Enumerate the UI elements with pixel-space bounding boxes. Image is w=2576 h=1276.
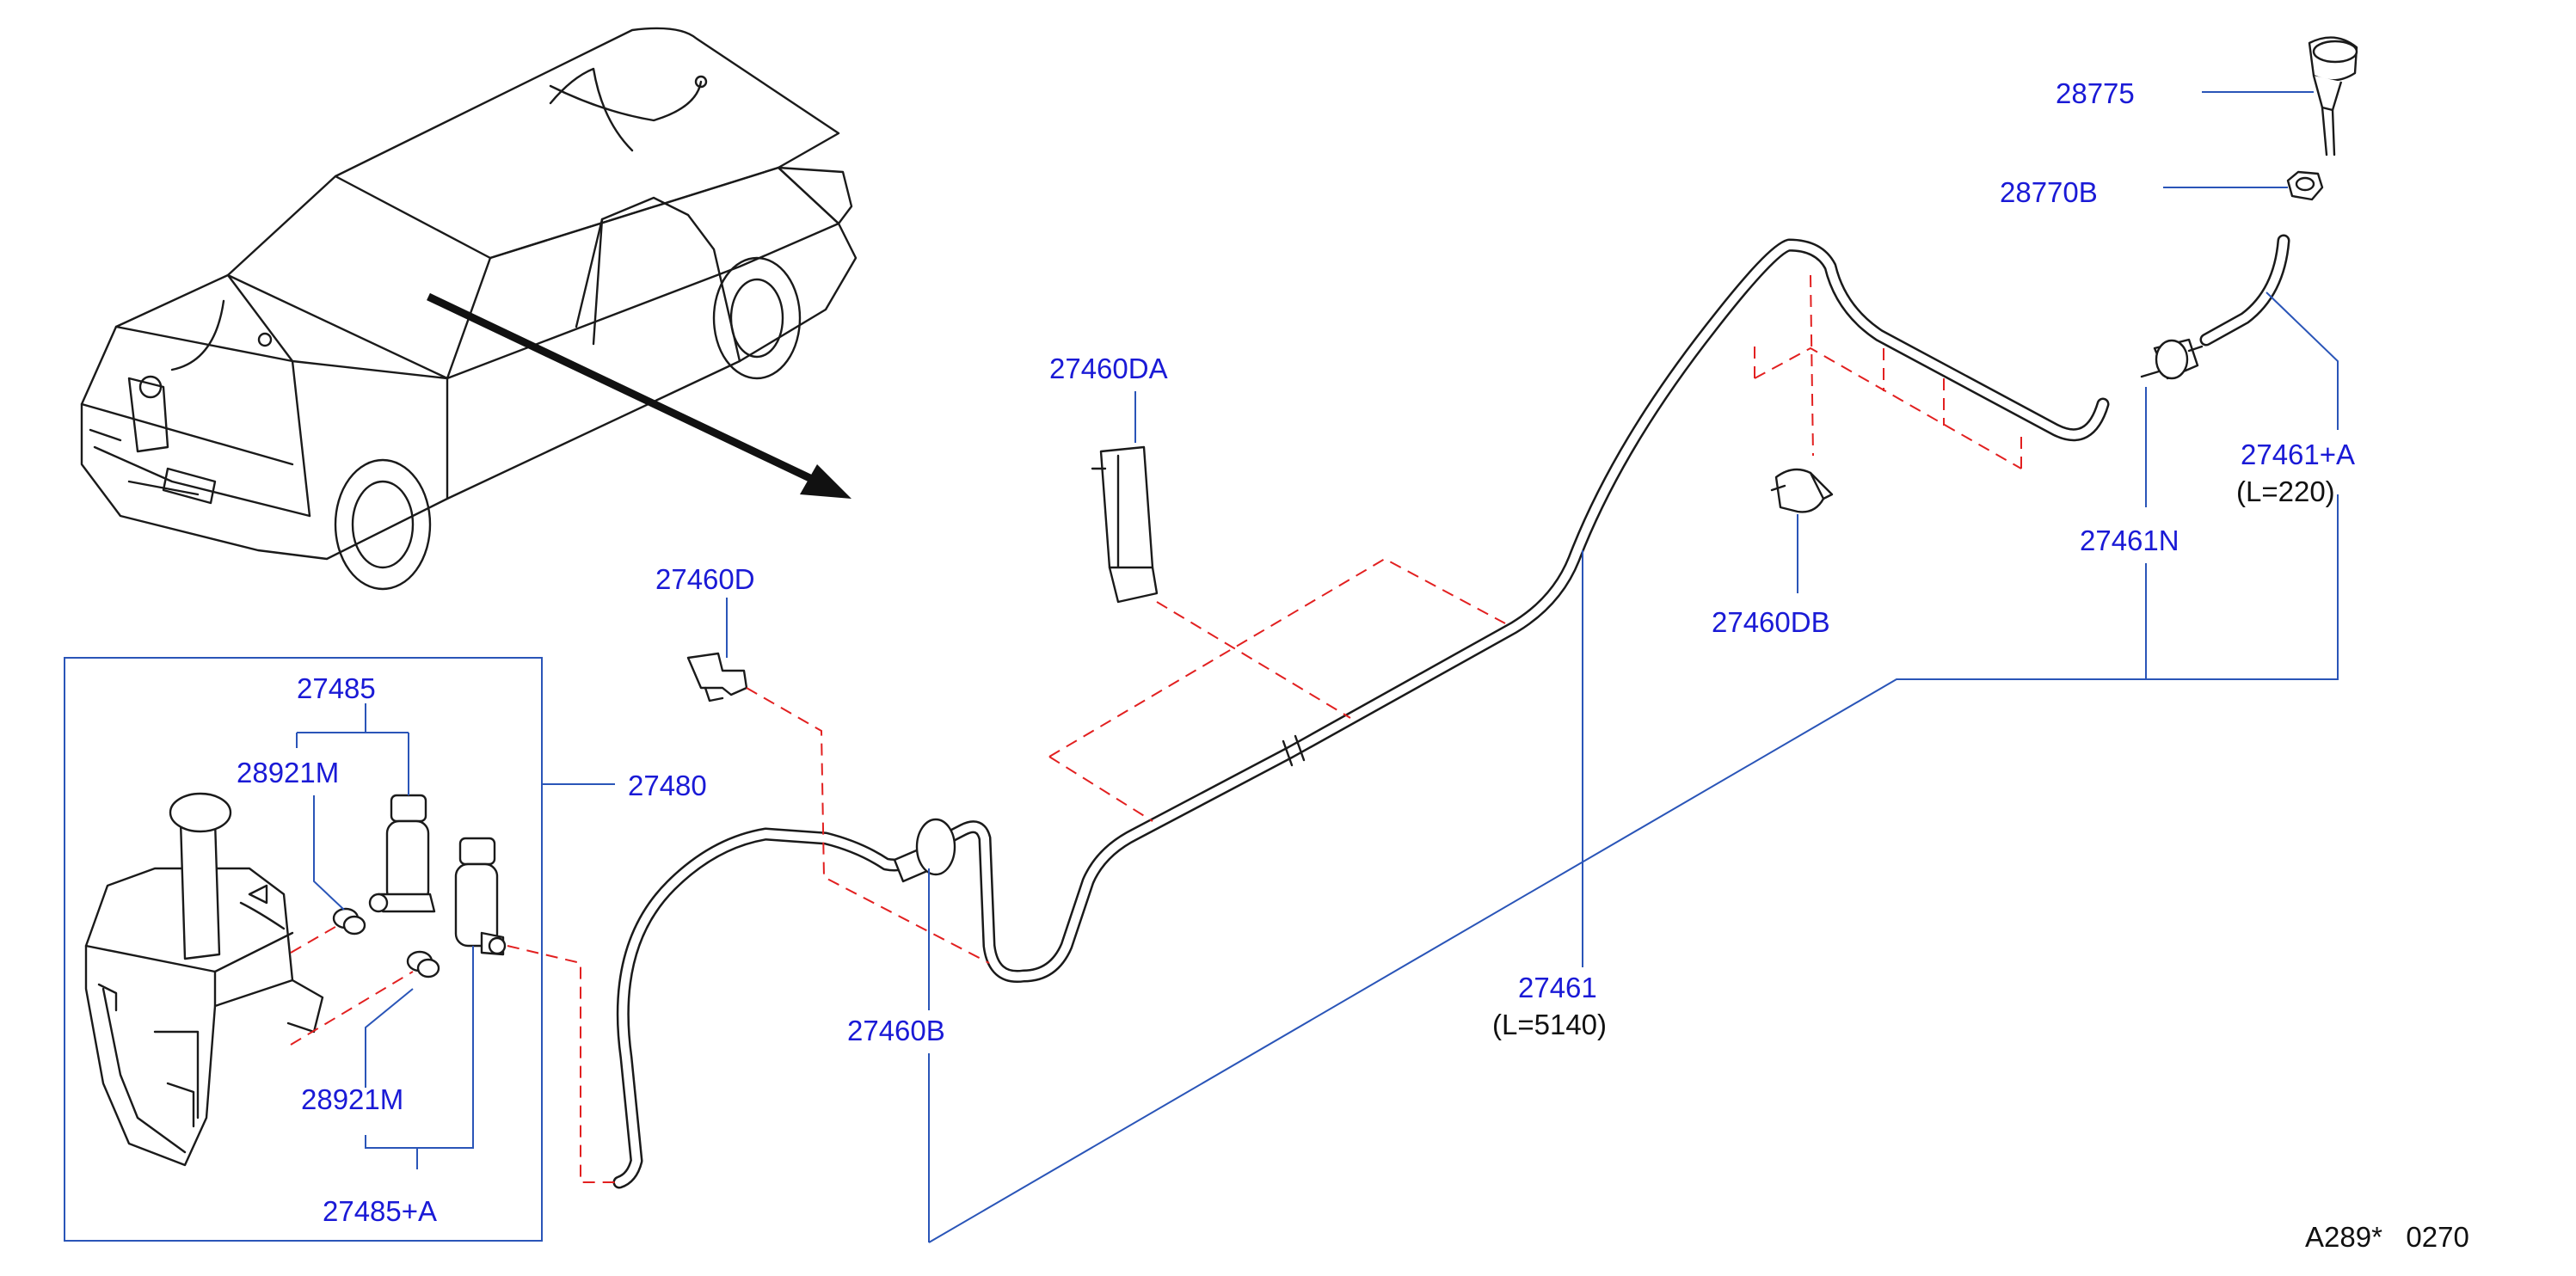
hose-joint [1282,734,1306,767]
label-27460D: 27460D [655,563,755,595]
label-28770B: 28770B [2000,176,2098,208]
direction-arrow [427,292,851,499]
label-27461A: 27461+A [2241,439,2355,470]
washer-pump-27485A [454,837,507,956]
label-27485A: 27485+A [323,1195,437,1227]
reservoir-assembly-box [64,657,543,1242]
label-27461A-length: (L=220) [2236,475,2335,507]
label-27461-length: (L=5140) [1492,1009,1607,1040]
washer-nozzle-28775 [2308,36,2358,156]
check-valve-27461N [2140,338,2204,380]
label-28921M-top: 28921M [237,757,339,788]
hose-27461A-inner [2202,236,2288,344]
clip-27460DA [1091,445,1159,604]
nut-28770B [2286,170,2324,201]
label-27460DB: 27460DB [1712,606,1830,638]
washer-pump-27485 [368,794,436,913]
label-27461: 27461 [1518,972,1597,1003]
clip-27460DB [1770,468,1834,513]
clip-27460D [686,652,748,702]
label-27460DA: 27460DA [1049,353,1168,384]
connector-27460B [893,818,956,883]
assembly-guide-lines [290,274,2022,1183]
washer-hose-27461-inner [615,241,2107,1187]
label-27480: 27480 [628,770,707,801]
washer-reservoir-tank [84,792,324,1167]
label-27460B: 27460B [847,1015,945,1046]
leader-lines [296,91,2339,1243]
label-28775: 28775 [2056,77,2135,109]
grommet-28921M-bottom [406,950,440,978]
label-27485: 27485 [297,672,376,704]
label-28921M-bottom: 28921M [301,1083,403,1115]
diagram-reference-code: A289* 0270 [2305,1221,2469,1253]
car-illustration [80,27,858,591]
label-27461N: 27461N [2080,525,2179,556]
grommet-28921M-top [332,907,366,936]
